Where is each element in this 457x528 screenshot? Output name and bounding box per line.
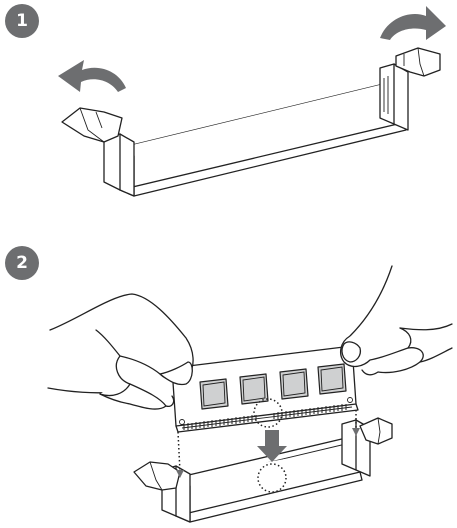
right-guide-arrowhead-icon [352, 428, 360, 436]
step-1-left-arrow-icon [58, 60, 126, 92]
step-1-right-arrow-icon [380, 6, 446, 40]
step-1-right-clip-open [395, 47, 441, 77]
step-2-badge: 2 [5, 246, 39, 280]
step-1-left-clip-open [61, 107, 123, 143]
left-guide-arrowhead-icon [176, 470, 184, 478]
step-2-dimm-slot [161, 419, 371, 523]
step-2-number: 2 [16, 253, 28, 273]
step-2-left-clip-open [133, 461, 181, 491]
insert-down-arrow-icon [257, 430, 287, 462]
memory-chip-3 [279, 368, 309, 400]
module-notch-highlight [253, 398, 283, 428]
memory-chip-4 [317, 363, 347, 395]
left-hand [47, 293, 194, 410]
step-1-dimm-slot [103, 63, 409, 197]
right-hand [339, 265, 453, 376]
step-1-badge: 1 [5, 4, 39, 38]
step-2-right-clip-open [359, 417, 393, 445]
memory-chip-1 [199, 378, 229, 410]
slot-key-highlight [257, 463, 287, 493]
memory-chip-2 [239, 373, 269, 405]
step-1-number: 1 [16, 11, 28, 31]
left-alignment-guide [177, 431, 181, 473]
